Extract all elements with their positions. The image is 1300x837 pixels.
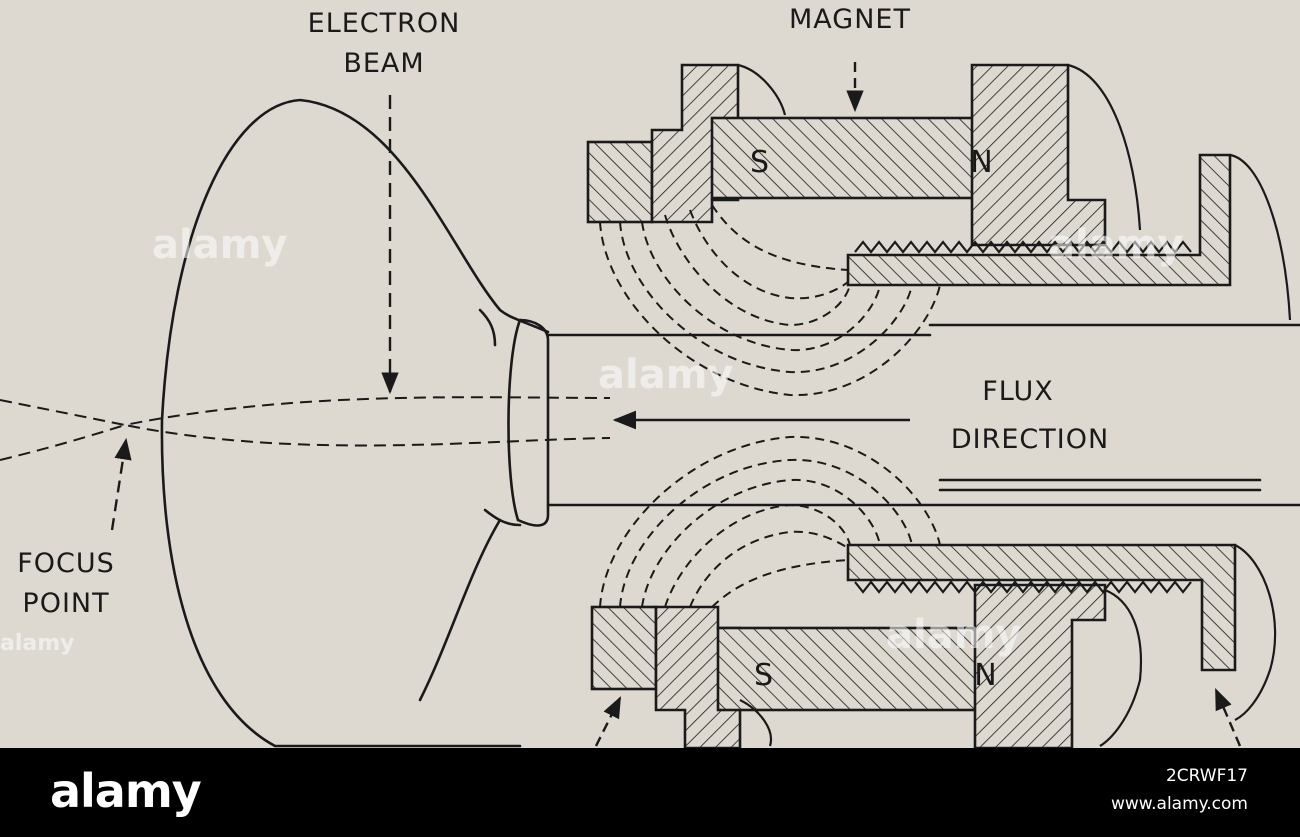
bottom-right-leader <box>1214 688 1242 747</box>
watermark-brand-3: alamy <box>1048 222 1183 268</box>
upper-ring-left <box>586 140 654 224</box>
flux-label-line1: FLUX <box>982 376 1054 407</box>
lower-ring-left <box>590 605 658 691</box>
upper-field-lines <box>599 204 941 397</box>
magnetic-focus-diagram: ELECTRON BEAM MAGNET FLUX DIRECTION FOCU… <box>0 4 1300 748</box>
lower-north-pole-label: N <box>974 658 997 693</box>
upper-thread <box>854 240 1192 254</box>
image-id: 2CRWF17 <box>1165 766 1248 786</box>
lower-magnet <box>716 626 1010 712</box>
crt-neck-flare <box>516 318 550 527</box>
magnet-label: MAGNET <box>789 4 911 35</box>
focus-label-line2: POINT <box>22 588 109 619</box>
crt-neck <box>546 323 1300 507</box>
lower-field-lines <box>599 435 941 608</box>
upper-south-pole-label: S <box>750 145 770 180</box>
watermark-brand-small: alamy <box>0 631 75 656</box>
alamy-logo: alamy <box>50 764 202 818</box>
lower-thread <box>854 580 1192 594</box>
flux-label-line2: DIRECTION <box>951 424 1109 455</box>
focus-leader <box>110 437 132 531</box>
electron-beam-label-line2: BEAM <box>343 48 424 79</box>
watermark-brand-4: alamy <box>886 612 1021 658</box>
lower-south-pole-label: S <box>754 658 774 693</box>
site-url: www.alamy.com <box>1110 794 1248 814</box>
watermark-footer-bar: alamy 2CRWF17 www.alamy.com <box>0 748 1300 837</box>
lower-pole-piece-right <box>973 583 1107 748</box>
upper-magnet <box>710 116 1004 200</box>
watermark-brand-2: alamy <box>598 352 733 398</box>
electron-beam-label-line1: ELECTRON <box>308 8 461 39</box>
crt-bulb <box>160 98 550 748</box>
upper-north-pole-label: N <box>970 145 993 180</box>
bottom-left-leader <box>594 696 622 747</box>
watermark-brand-1: alamy <box>152 222 287 268</box>
electron-beam-path <box>0 396 611 461</box>
focus-label-line1: FOCUS <box>17 548 115 579</box>
